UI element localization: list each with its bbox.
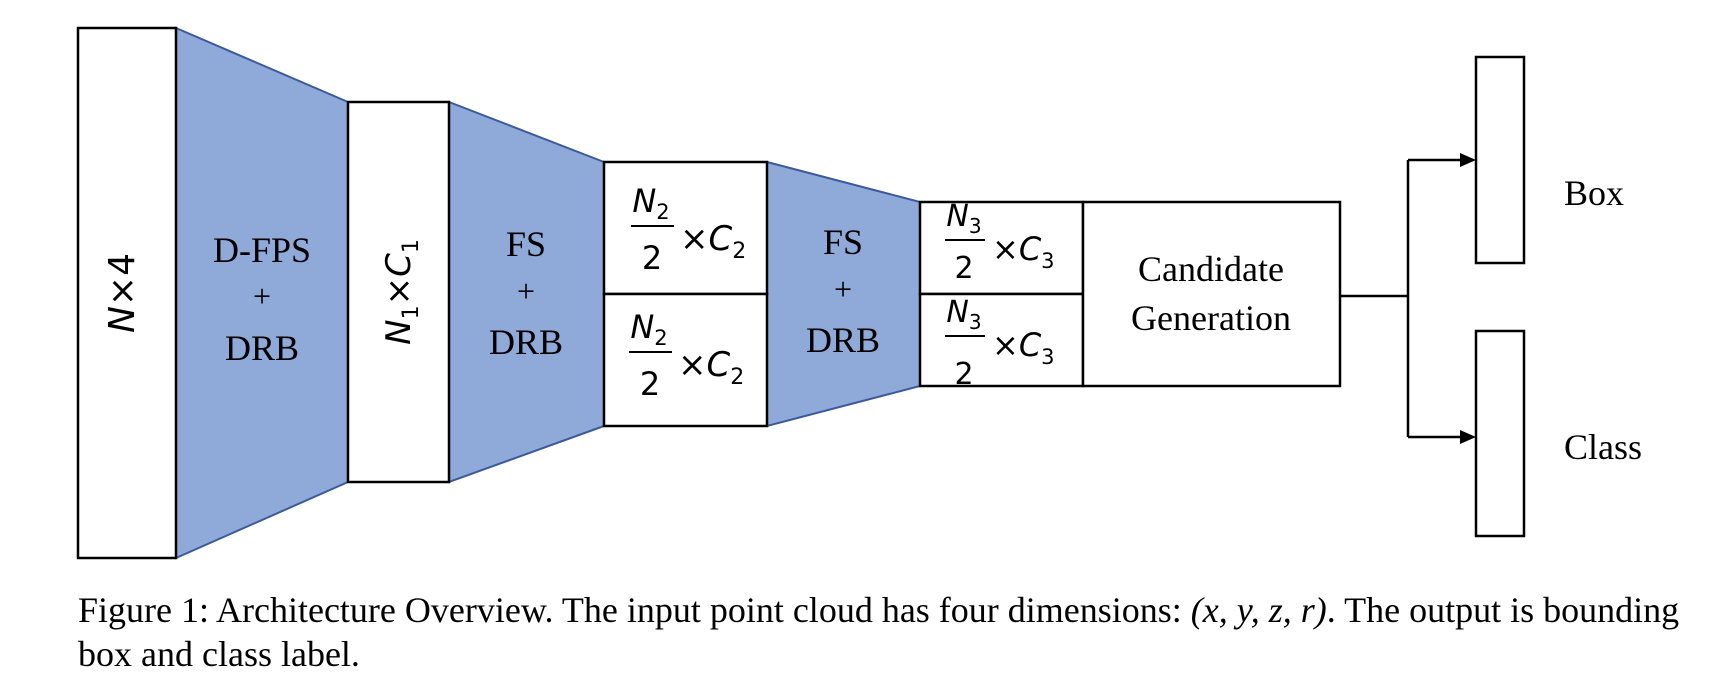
svg-text:×C3: ×C3 xyxy=(992,326,1055,369)
feature2-top-box xyxy=(602,160,769,296)
svg-text:2: 2 xyxy=(954,357,973,392)
caption-lead: Figure 1: Architecture Overview. The inp… xyxy=(78,590,1191,630)
svg-text:N3: N3 xyxy=(946,295,981,334)
stage3-line1: FS xyxy=(823,222,863,262)
class-output-label: Class xyxy=(1564,427,1642,467)
feature3-top-box xyxy=(918,200,1085,296)
architecture-diagram: N×4 D-FPS + DRB N1×C1 FS + DRB N2 2 ×C2 … xyxy=(76,26,1642,560)
arrow-to-class-head xyxy=(1460,430,1476,444)
caption-tail: . The output is bounding box and class l… xyxy=(78,590,1680,674)
feature1-box xyxy=(346,100,451,484)
figure-caption: Figure 1: Architecture Overview. The inp… xyxy=(78,588,1698,676)
feature2-top-label: N2 2 ×C2 xyxy=(631,182,746,277)
stage2-line2: + xyxy=(517,273,535,309)
feature3-bottom-label: N3 2 ×C3 xyxy=(945,295,1055,392)
class-output-rect xyxy=(1474,329,1526,538)
feature1-label: N1×C1 xyxy=(379,239,424,345)
stage1-line1: D-FPS xyxy=(213,230,311,270)
output-connectors xyxy=(1340,158,1462,439)
svg-text:N2: N2 xyxy=(630,308,667,350)
candidate-line1: Candidate xyxy=(1138,249,1284,289)
caption-math: (x, y, z, r) xyxy=(1190,590,1327,630)
svg-text:×C2: ×C2 xyxy=(678,345,744,390)
feature2-bottom-box xyxy=(602,292,769,428)
stage2-line3: DRB xyxy=(489,322,563,362)
input-label: N×4 xyxy=(102,253,143,333)
candidate-line2: Generation xyxy=(1131,298,1291,338)
input-box xyxy=(76,26,178,560)
feature3-top-label: N3 2 ×C3 xyxy=(945,199,1055,286)
stage2-line1: FS xyxy=(506,224,546,264)
svg-text:×C2: ×C2 xyxy=(680,219,746,264)
svg-text:N2: N2 xyxy=(632,182,669,224)
svg-text:2: 2 xyxy=(642,239,662,277)
arrow-to-box-head xyxy=(1460,153,1476,167)
svg-text:×C3: ×C3 xyxy=(992,230,1055,273)
stage1-line2: + xyxy=(253,278,271,314)
stage3-line2: + xyxy=(834,271,852,307)
svg-text:N3: N3 xyxy=(946,199,981,238)
stage3-line3: DRB xyxy=(806,320,880,360)
box-output-label: Box xyxy=(1564,173,1624,213)
candidate-generation-box xyxy=(1081,200,1342,388)
svg-text:2: 2 xyxy=(954,251,973,286)
svg-text:2: 2 xyxy=(640,365,660,403)
stage1-line3: DRB xyxy=(225,328,299,368)
feature2-bottom-label: N2 2 ×C2 xyxy=(629,308,744,403)
box-output-rect xyxy=(1474,55,1526,265)
